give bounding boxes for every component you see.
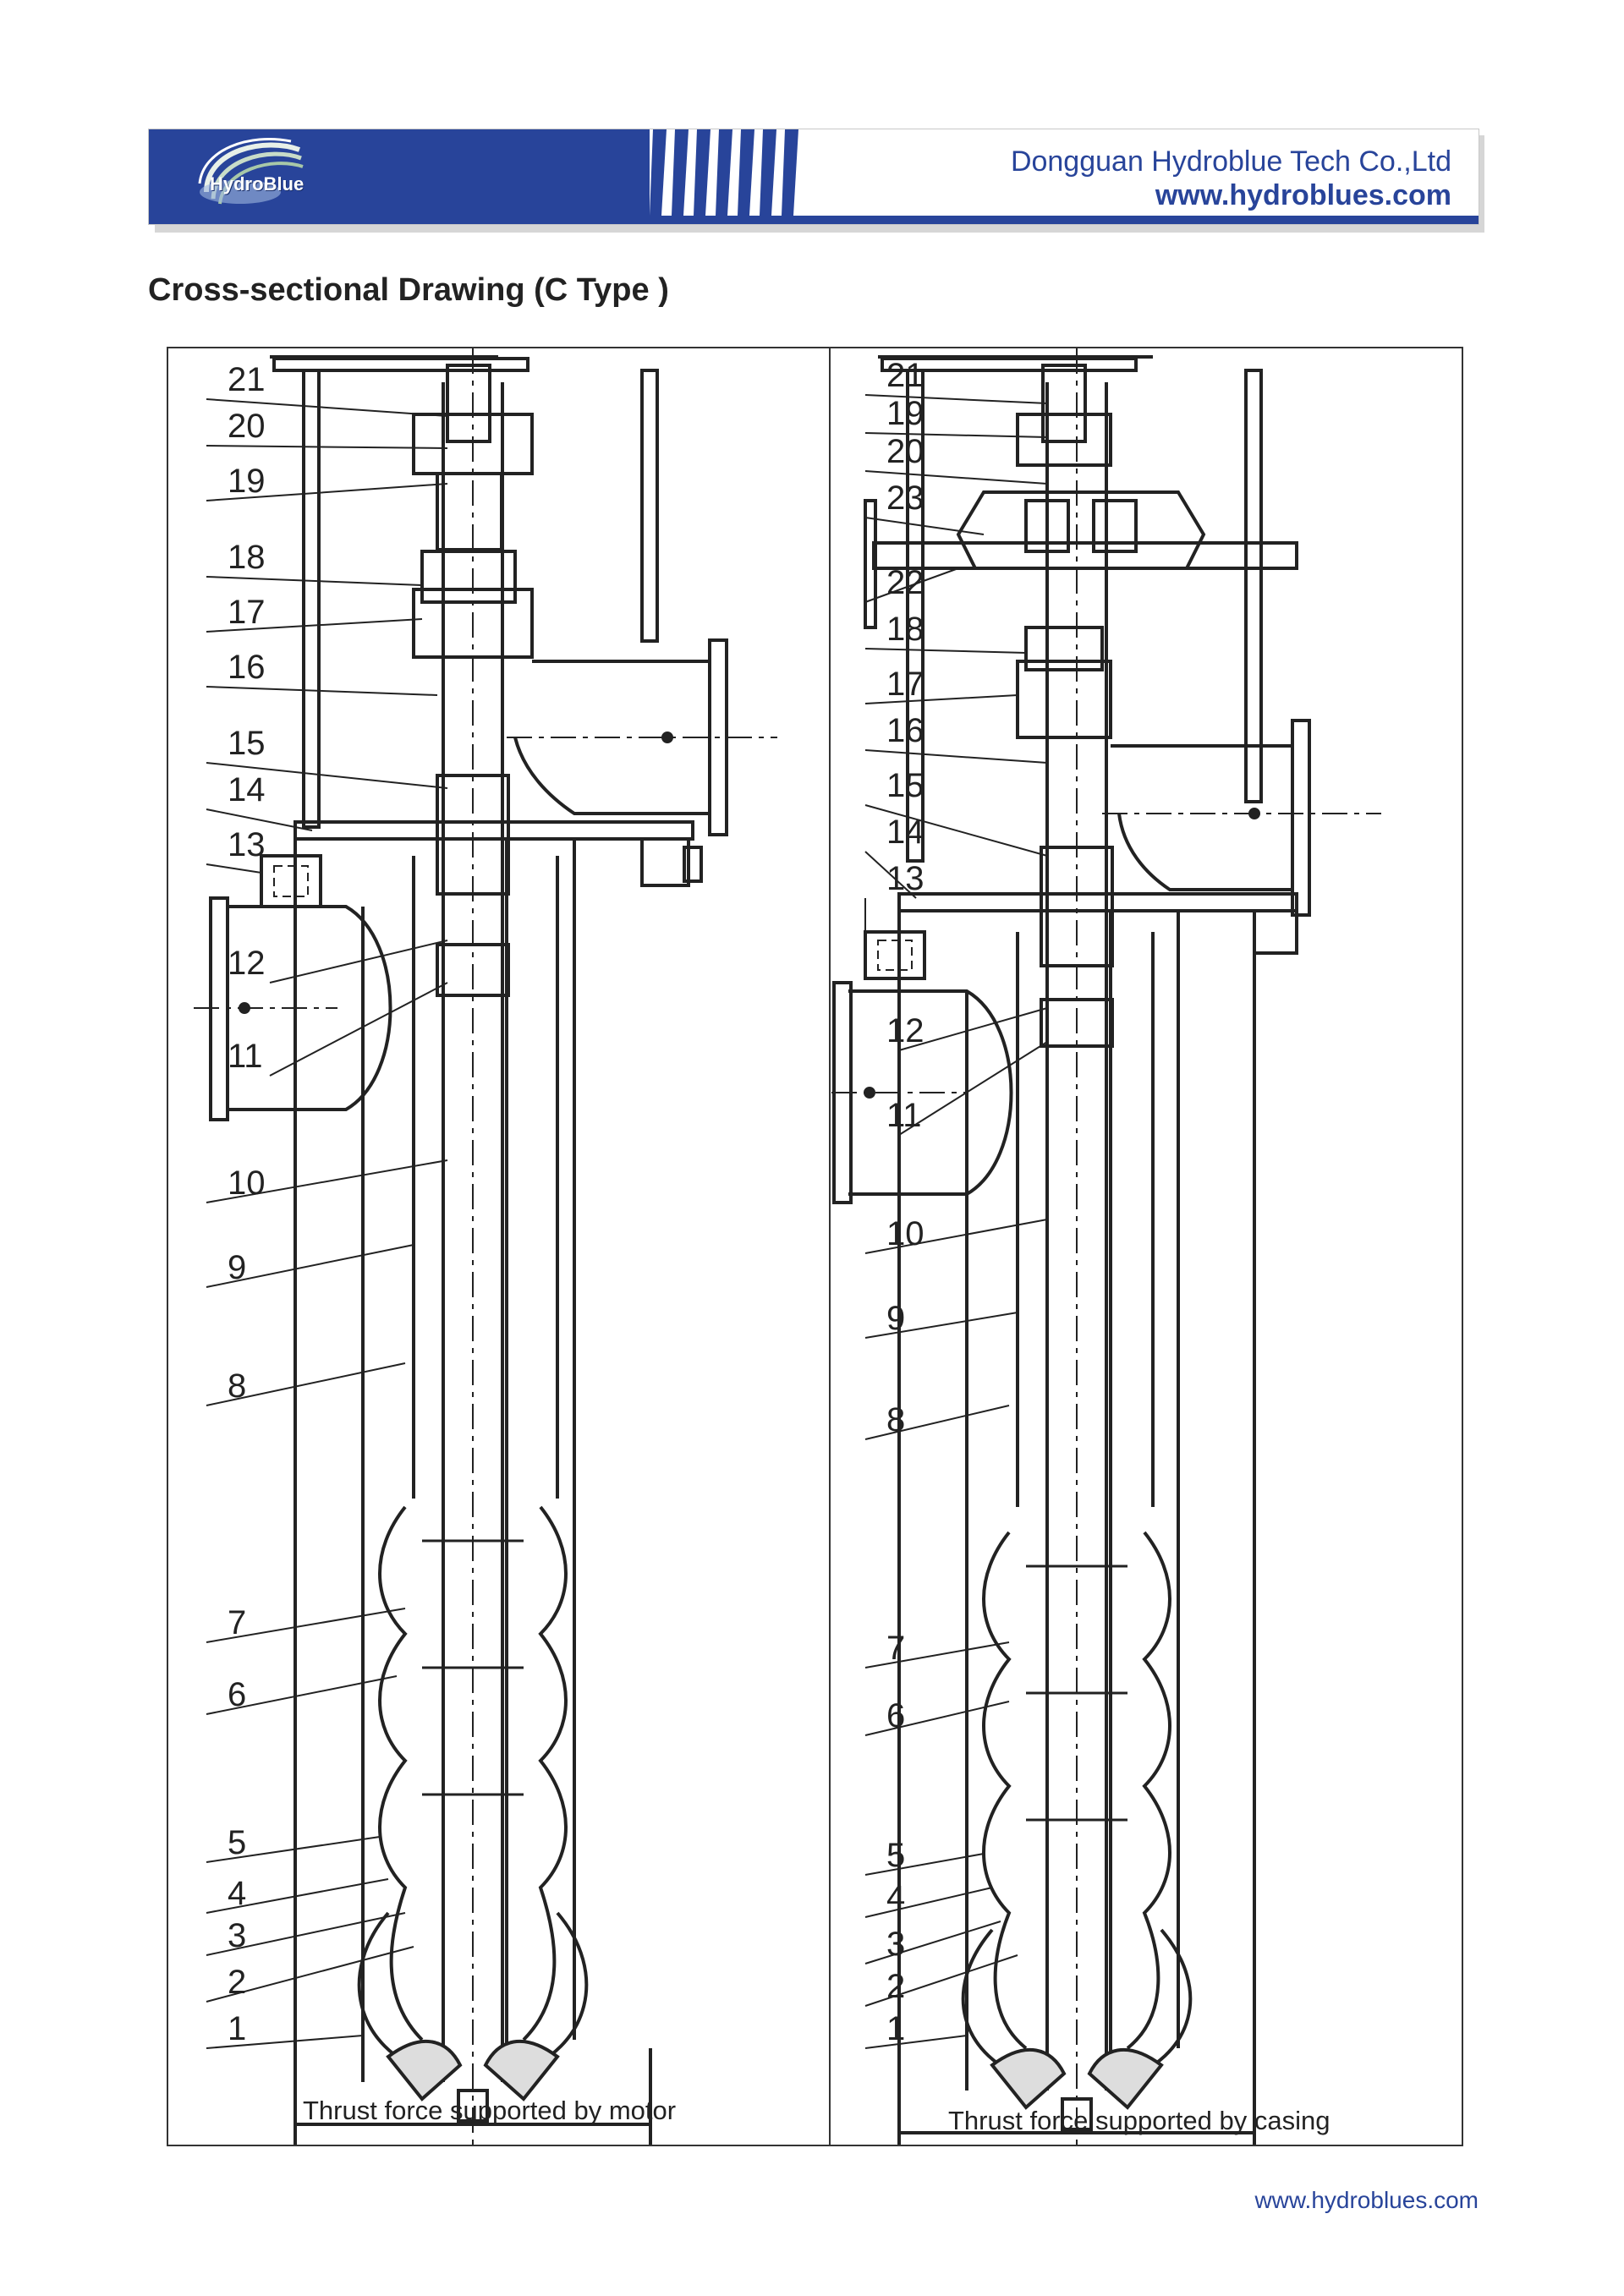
part-label-21: 21 (228, 361, 266, 398)
part-label-5: 5 (228, 1824, 246, 1861)
drawing-frame (167, 347, 1463, 2146)
part-label-1: 1 (228, 2010, 246, 2047)
part-label-6: 6 (886, 1697, 905, 1734)
part-label-14: 14 (228, 771, 266, 808)
part-label-20: 20 (886, 433, 924, 470)
part-label-3: 3 (886, 1926, 905, 1963)
part-label-5: 5 (886, 1837, 905, 1874)
part-label-18: 18 (886, 611, 924, 648)
part-label-6: 6 (228, 1676, 246, 1713)
part-label-15: 15 (886, 767, 924, 804)
company-name: Dongguan Hydroblue Tech Co.,Ltd (1010, 145, 1451, 178)
part-label-16: 16 (886, 712, 924, 749)
page-title: Cross-sectional Drawing (C Type ) (148, 272, 669, 308)
part-label-16: 16 (228, 649, 266, 686)
header-bottom-bar (650, 216, 1479, 224)
part-label-22: 22 (886, 564, 924, 601)
part-label-9: 9 (228, 1249, 246, 1286)
header-blue-block: HydroBlue (149, 129, 650, 224)
part-label-12: 12 (228, 945, 266, 982)
part-label-1: 1 (886, 2010, 905, 2047)
header-stripes (650, 129, 798, 216)
part-label-13: 13 (886, 860, 924, 897)
part-label-9: 9 (886, 1300, 905, 1337)
part-label-17: 17 (886, 666, 924, 703)
part-label-8: 8 (228, 1367, 246, 1405)
part-label-19: 19 (228, 463, 266, 500)
hydroblue-logo-icon (198, 137, 304, 205)
part-label-10: 10 (228, 1164, 266, 1202)
part-label-11: 11 (886, 1097, 922, 1134)
company-website: www.hydroblues.com (1155, 179, 1451, 211)
part-label-17: 17 (228, 594, 266, 631)
part-label-4: 4 (886, 1879, 905, 1916)
part-label-8: 8 (886, 1401, 905, 1438)
right-caption: Thrust force supported by casing (948, 2106, 1330, 2135)
part-label-14: 14 (886, 814, 924, 851)
company-info: Dongguan Hydroblue Tech Co.,Ltd www.hydr… (1011, 145, 1451, 212)
part-label-18: 18 (228, 539, 266, 576)
part-label-13: 13 (228, 826, 266, 863)
part-label-12: 12 (886, 1012, 924, 1049)
footer-website: www.hydroblues.com (1254, 2187, 1479, 2213)
frame-divider (829, 347, 831, 2146)
header-banner: HydroBlue Dongguan Hydroblue Tech Co.,Lt… (148, 129, 1484, 233)
part-label-23: 23 (886, 479, 924, 517)
part-label-3: 3 (228, 1917, 246, 1954)
part-label-21: 21 (886, 357, 924, 394)
part-label-10: 10 (886, 1215, 924, 1252)
part-label-20: 20 (228, 408, 266, 445)
part-label-19: 19 (886, 395, 924, 432)
part-label-4: 4 (228, 1875, 246, 1912)
part-label-11: 11 (228, 1038, 263, 1075)
left-caption: Thrust force supported by motor (303, 2096, 677, 2125)
part-label-7: 7 (886, 1630, 905, 1667)
part-label-15: 15 (228, 725, 266, 762)
header-panel: HydroBlue Dongguan Hydroblue Tech Co.,Lt… (148, 129, 1479, 225)
part-label-2: 2 (886, 1968, 905, 2005)
part-label-2: 2 (228, 1964, 246, 2001)
part-label-7: 7 (228, 1604, 246, 1641)
logo-text: HydroBlue (210, 173, 304, 195)
